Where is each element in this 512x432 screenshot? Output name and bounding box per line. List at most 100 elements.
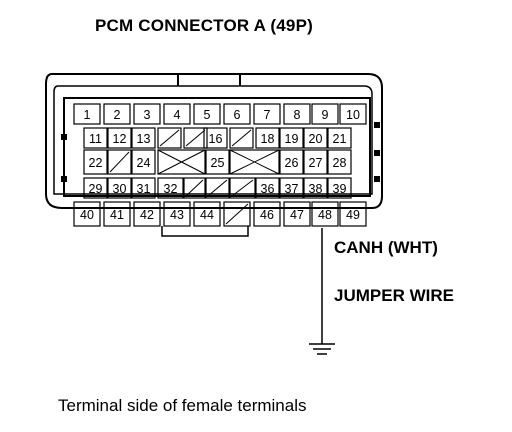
- terminal-7: 7: [253, 103, 281, 125]
- terminal-43: 43: [163, 201, 191, 227]
- terminal-number: 12: [113, 132, 127, 146]
- terminal-20: 20: [303, 127, 328, 149]
- terminal-3: 3: [133, 103, 161, 125]
- terminal-number: 16: [209, 132, 223, 146]
- terminal-number: 6: [234, 108, 241, 122]
- terminal-28: 28: [327, 149, 352, 175]
- terminal-11: 11: [83, 127, 108, 149]
- terminal-number: 10: [346, 108, 360, 122]
- terminal-number: 25: [211, 156, 225, 170]
- terminal-number: 7: [264, 108, 271, 122]
- terminal-29: 29: [83, 177, 108, 199]
- terminal-24: 24: [131, 149, 156, 175]
- terminal-36: 36: [255, 177, 280, 199]
- empty-cavity: [229, 127, 254, 149]
- empty-cavity: [157, 127, 182, 149]
- terminal-26: 26: [279, 149, 304, 175]
- terminal-48: 48: [311, 201, 339, 227]
- terminal-21: 21: [327, 127, 352, 149]
- terminal-number: 47: [290, 208, 304, 222]
- terminal-4: 4: [163, 103, 191, 125]
- jumper-wire-label: JUMPER WIRE: [334, 286, 454, 305]
- terminal-2: 2: [103, 103, 131, 125]
- terminal-25: 25: [205, 149, 230, 175]
- terminal-number: 38: [309, 182, 323, 196]
- terminal-18: 18: [255, 127, 280, 149]
- side-mark-right-3: [374, 176, 380, 182]
- empty-cavity: [229, 177, 256, 199]
- terminal-number: 36: [261, 182, 275, 196]
- terminal-27: 27: [303, 149, 328, 175]
- terminal-number: 11: [89, 132, 102, 146]
- side-mark-left-2: [61, 176, 67, 182]
- terminal-10: 10: [339, 103, 367, 125]
- terminal-42: 42: [133, 201, 161, 227]
- terminal-number: 44: [200, 208, 214, 222]
- terminal-12: 12: [107, 127, 132, 149]
- terminal-number: 2: [114, 108, 121, 122]
- terminal-32: 32: [157, 177, 184, 199]
- terminal-number: 21: [333, 132, 347, 146]
- terminal-1: 1: [73, 103, 101, 125]
- terminal-number: 1: [84, 108, 91, 122]
- connector-latch: [177, 73, 241, 86]
- terminal-number: 13: [137, 132, 151, 146]
- terminal-number: 8: [294, 108, 301, 122]
- terminal-block: [63, 97, 371, 197]
- terminal-number: 28: [333, 156, 347, 170]
- terminal-number: 5: [204, 108, 211, 122]
- terminal-number: 24: [137, 156, 151, 170]
- terminal-number: 41: [110, 208, 124, 222]
- terminal-number: 3: [144, 108, 151, 122]
- empty-cavity: [205, 177, 230, 199]
- terminal-30: 30: [107, 177, 132, 199]
- terminal-number: 48: [318, 208, 332, 222]
- terminal-number: 32: [164, 182, 178, 196]
- terminal-number: 26: [285, 156, 299, 170]
- terminal-number: 43: [170, 208, 184, 222]
- terminal-40: 40: [73, 201, 101, 227]
- terminal-46: 46: [253, 201, 281, 227]
- terminal-37: 37: [279, 177, 304, 199]
- terminal-8: 8: [283, 103, 311, 125]
- terminal-number: 19: [285, 132, 299, 146]
- diagram-caption: Terminal side of female terminals: [58, 396, 307, 415]
- connector-housing-inner: [53, 85, 373, 195]
- side-mark-right-2: [374, 150, 380, 156]
- canh-label: CANH (WHT): [334, 238, 438, 257]
- empty-cavity: [183, 177, 206, 199]
- terminal-number: 42: [140, 208, 154, 222]
- empty-cavity: [157, 149, 206, 175]
- terminal-44: 44: [193, 201, 221, 227]
- terminal-6: 6: [223, 103, 251, 125]
- terminal-13: 13: [131, 127, 156, 149]
- connector-bottom-key: [161, 226, 249, 237]
- terminal-number: 49: [346, 208, 360, 222]
- terminal-number: 4: [174, 108, 181, 122]
- terminal-22: 22: [83, 149, 108, 175]
- terminal-number: 37: [285, 182, 299, 196]
- terminal-31: 31: [131, 177, 156, 199]
- terminal-number: 30: [113, 182, 127, 196]
- terminal-number: 46: [260, 208, 274, 222]
- side-mark-right-1: [374, 122, 380, 128]
- terminal-47: 47: [283, 201, 311, 227]
- terminal-number: 9: [322, 108, 329, 122]
- empty-cavity: [107, 149, 132, 175]
- terminal-number: 27: [309, 156, 323, 170]
- terminal-19: 19: [279, 127, 304, 149]
- side-mark-left-1: [61, 134, 67, 140]
- terminal-38: 38: [303, 177, 328, 199]
- terminal-16: 16: [203, 127, 228, 149]
- terminal-9: 9: [311, 103, 339, 125]
- terminal-39: 39: [327, 177, 352, 199]
- diagram-title: PCM CONNECTOR A (49P): [95, 16, 313, 35]
- connector-housing-outer: [45, 73, 383, 209]
- empty-cavity: [229, 149, 280, 175]
- terminal-number: 31: [137, 182, 151, 196]
- terminal-49: 49: [339, 201, 367, 227]
- empty-cavity: [183, 127, 208, 149]
- terminal-number: 29: [89, 182, 103, 196]
- terminal-number: 20: [309, 132, 323, 146]
